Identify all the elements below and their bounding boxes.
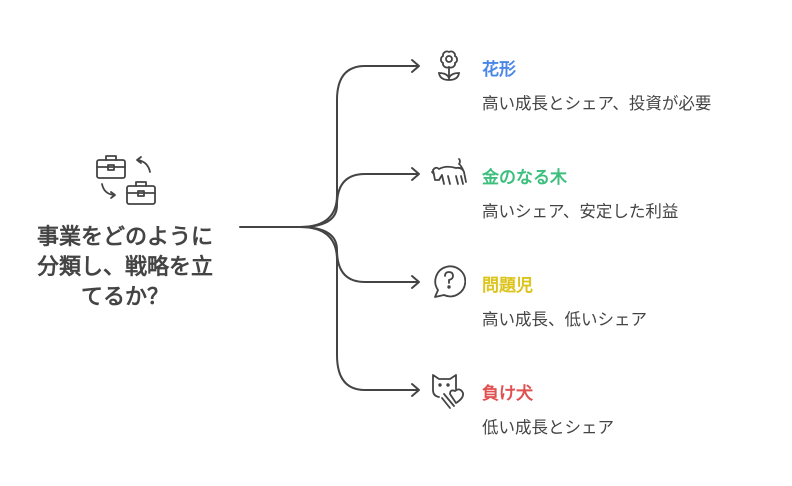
branch-description: 高い成長、低いシェア <box>482 310 647 329</box>
connector-question <box>299 226 419 283</box>
bull-icon <box>430 156 467 192</box>
central-question: 事業をどのように 分類し、戦略を立 てるか？ <box>15 223 235 313</box>
central-question-line: てるか？ <box>80 285 169 310</box>
branch-description: 低い成長とシェア <box>482 418 614 437</box>
question-bubble-icon <box>430 264 467 300</box>
connector-cash-cow <box>299 173 419 228</box>
sad-dog-icon <box>430 372 466 409</box>
branch-title: 問題児 <box>482 276 533 296</box>
briefcase-swap-icon <box>92 150 162 214</box>
central-question-line: 分類し、戦略を立 <box>36 255 213 280</box>
connector-stars <box>239 65 419 228</box>
flower-icon <box>430 48 466 84</box>
branch-title: 花形 <box>482 60 516 80</box>
branch-title: 負け犬 <box>482 384 533 404</box>
branch-description: 高いシェア、安定した利益 <box>482 202 679 221</box>
branch-title: 金のなる木 <box>482 168 567 188</box>
connector-dog <box>299 226 419 391</box>
central-question-line: 事業をどのように <box>36 225 213 250</box>
branch-description: 高い成長とシェア、投資が必要 <box>482 94 712 113</box>
